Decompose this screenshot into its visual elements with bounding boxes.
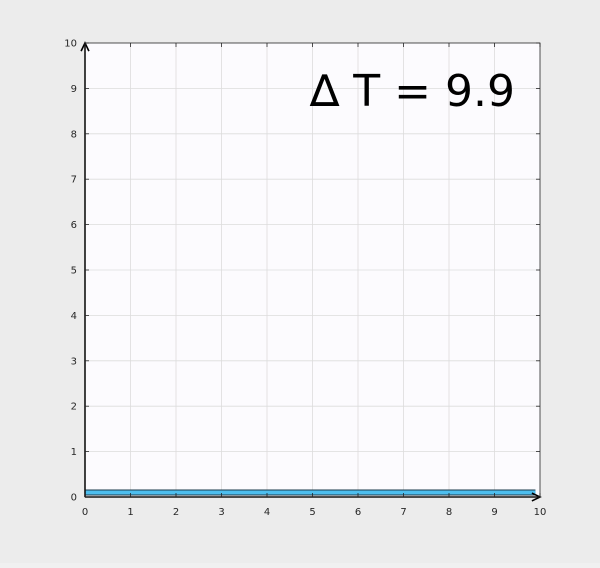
y-tick-label: 9 [71, 84, 77, 95]
delta-t-annotation: ∆ T = 9.9 [309, 66, 515, 117]
x-tick-label: 0 [82, 507, 88, 518]
x-tick-label: 4 [264, 507, 270, 518]
x-tick-label: 2 [173, 507, 179, 518]
tick-layer: 0 1 2 3 4 5 6 7 8 9 10 0 1 2 3 4 5 6 7 8 9 10 [64, 39, 546, 519]
x-tick-label: 9 [491, 507, 497, 518]
y-tick-label: 1 [71, 447, 77, 458]
y-tick-label: 8 [71, 129, 77, 140]
x-tick-label: 3 [218, 507, 224, 518]
y-tick-label: 5 [71, 266, 77, 277]
y-tick-label: 4 [71, 311, 77, 322]
y-tick-label: 7 [71, 175, 77, 186]
x-tick-label: 1 [127, 507, 133, 518]
y-tick-label: 6 [71, 220, 77, 231]
x-tick-label: 7 [400, 507, 406, 518]
grid [85, 43, 540, 497]
y-tick-label: 10 [64, 39, 77, 50]
x-tick-label: 8 [446, 507, 452, 518]
y-tick-label: 0 [71, 493, 77, 504]
x-tick-label: 10 [534, 507, 547, 518]
y-tick-label: 2 [71, 402, 77, 413]
x-tick-label: 5 [309, 507, 315, 518]
y-tick-label: 3 [71, 356, 77, 367]
x-tick-label: 6 [355, 507, 361, 518]
